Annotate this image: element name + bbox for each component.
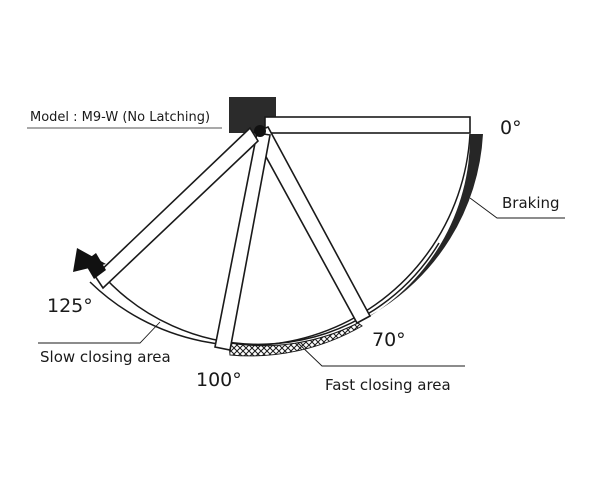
slow-closing-label: Slow closing area [40,348,171,366]
door-0deg [264,116,471,134]
angle-label-100: 100° [196,369,242,391]
door-125deg [93,126,260,290]
door-100deg [214,132,271,351]
braking-zone [358,134,483,323]
braking-label: Braking [502,194,560,212]
model-label: Model : M9-W (No Latching) [30,110,210,125]
fast-closing-zone [228,322,363,357]
angle-label-0: 0° [500,117,522,139]
door-70deg [251,125,372,325]
angle-label-125: 125° [47,295,93,317]
pivot-point [254,125,266,137]
fast-closing-label: Fast closing area [325,376,451,394]
sweep-arc-outer [89,133,471,347]
angle-label-70: 70° [372,329,406,351]
fast-closing-leader [297,342,465,367]
braking-leader [469,197,565,219]
slow-closing-leader [38,321,161,344]
opening-arrow-stem [84,253,106,279]
